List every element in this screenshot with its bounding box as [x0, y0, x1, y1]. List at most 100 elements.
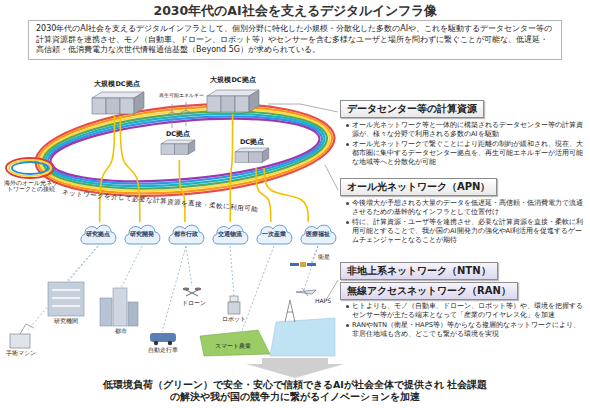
node-label: 研究開発 [122, 230, 162, 239]
access-line [230, 246, 234, 296]
node-label: 交通物流 [210, 230, 250, 239]
bullet-text: RANやNTN（衛星・HAPS等）等からなる複層的なネットワークにより、非居住地… [352, 321, 580, 338]
diagram-title: 2030年代のAI社会を支えるデジタルインフラ像 [0, 3, 590, 20]
bullet-dot [346, 305, 349, 308]
leader-line [268, 104, 338, 112]
rack [249, 152, 263, 162]
node-label: DC拠点 [156, 130, 200, 139]
illustration-label: 研究機関 [44, 318, 88, 325]
illustration-label: HAPS [310, 298, 336, 305]
rack [92, 98, 106, 114]
drone-frame [186, 290, 198, 296]
node-label: 大規模DC拠点 [200, 76, 266, 85]
robot-body [228, 302, 240, 314]
access-line [240, 246, 274, 336]
rack [235, 152, 249, 162]
cloud-node: 都市行政 [166, 222, 206, 246]
bullet-dot [346, 124, 349, 127]
ring-band [34, 96, 335, 204]
research-building [48, 282, 84, 316]
ring-band [43, 104, 328, 196]
access-line [162, 246, 186, 332]
cloud-node: 研究拠点 [78, 222, 118, 246]
panel-heading: データセンター等の計算資源 [340, 100, 484, 118]
ring-band [45, 107, 324, 194]
turbine-pole [172, 112, 173, 128]
robot [228, 296, 240, 314]
bullet-item: オール光ネットワークで繋ぐことにより距離の制約が緩和され、現在、大都市圏に集中す… [344, 140, 585, 166]
panel-heading: 無線アクセスネットワーク（RAN） [340, 282, 518, 300]
dc-site: 大規模DC拠点 [200, 76, 266, 114]
rack-side [262, 148, 269, 162]
satellite [290, 262, 316, 267]
cloud-node: 研究開発 [122, 222, 162, 246]
rack-side [188, 140, 195, 154]
dc-site: 大規模DC拠点 [84, 80, 150, 116]
down-arrow [246, 358, 344, 378]
wind-turbine [165, 102, 193, 128]
network-link [120, 116, 139, 222]
access-line [186, 246, 192, 286]
access-links [28, 246, 318, 336]
ring-band [48, 109, 322, 190]
bullet-text: 特に、計算資源・ユーザ等を連携させ、必要な計算資源を直接・柔軟に利用可能とするこ… [352, 218, 583, 243]
node-label: 一次産業 [254, 230, 294, 239]
bullet-text: オール光ネットワークで繋ぐことにより距離の制約が緩和され、現在、大都市圏に集中す… [352, 140, 583, 165]
network-link [179, 160, 185, 222]
bullet-item: 特に、計算資源・ユーザ等を連携させ、必要な計算資源を直接・柔軟に利用可能とするこ… [344, 218, 585, 244]
farm-field [200, 330, 270, 356]
haps-aircraft [296, 288, 316, 296]
sea-area [270, 318, 335, 356]
info-panel: 非地上系ネットワーク（NTN） 無線アクセスネットワーク（RAN） ヒトよりも、モノ… [340, 262, 585, 341]
robot-head [230, 296, 238, 302]
building [100, 298, 112, 326]
conclusion-caption: 低環境負荷（グリーン）で安全・安心で信頼できるAIが社会全体で提供され 社会課題… [100, 379, 490, 404]
illustration-label: ロボット [216, 316, 252, 323]
leader-line [325, 165, 338, 190]
illustration-label: ドローン [174, 300, 214, 307]
dc-site: DC拠点 [156, 130, 200, 160]
dc-site: DC拠点 [230, 138, 274, 168]
server-rack [161, 140, 195, 154]
intro-box: 2030年代のAI社会を支えるデジタルインフラとして、個別分野に特化した小規模・… [28, 20, 562, 60]
panel-heading: 非地上系ネットワーク（NTN） [340, 262, 498, 280]
machine-arm [20, 324, 34, 334]
bullet-text: ヒトよりも、モノ（自動車、ドローン、ロボット等）や、環境を把握するセンサー等が主… [352, 302, 583, 319]
rack [175, 144, 189, 154]
city-buildings [100, 288, 138, 326]
rack [120, 98, 134, 114]
ring-band [37, 99, 333, 202]
node-label: DC拠点 [230, 138, 274, 147]
node-label: 医療福祉 [298, 230, 338, 239]
drone-rotor [183, 288, 189, 290]
bullet-item: 今後増大が予想される大量のデータを低遅延・高信頼・低消費電力で流通させるための基… [344, 199, 585, 216]
drone-rotor [195, 288, 201, 290]
server-rack [207, 90, 259, 112]
illustration-label: 海外のオール光ネットワークとの接続 [2, 180, 60, 193]
rack [106, 98, 120, 114]
rack-side [134, 92, 144, 114]
building [48, 282, 84, 316]
illustration-label: 再生可能エネルギー [158, 93, 204, 99]
network-link [100, 116, 115, 222]
server-rack [92, 92, 144, 114]
base-station [285, 300, 295, 322]
bullet-text: オール光ネットワーク等と一体的に構築されるデータセンター等の計算資源が、様々な分… [352, 121, 583, 138]
turbine-blades [179, 102, 193, 114]
bullet-text: 今後増大が予想される大量のデータを低遅延・高信頼・低消費電力で流通させるための基… [352, 199, 583, 216]
drone [183, 288, 201, 296]
panel-heading: オール光ネットワーク（APN） [340, 178, 497, 196]
ring-band [9, 160, 51, 176]
cloud-node: 交通物流 [210, 222, 250, 246]
cloud-node: 医療福祉 [298, 222, 338, 246]
solar-panel [307, 263, 316, 266]
bullet-item: オール光ネットワーク等と一体的に構築されるデータセンター等の計算資源が、様々な分… [344, 121, 585, 138]
info-panel: データセンター等の計算資源オール光ネットワーク等と一体的に構築されるデータセンタ… [340, 100, 585, 169]
illustration-label: 都市 [104, 328, 138, 335]
overseas-loop [6, 158, 54, 178]
leader-line [326, 280, 338, 300]
bullet-item: ヒトよりも、モノ（自動車、ドローン、ロボット等）や、環境を把握するセンサー等が主… [344, 302, 585, 319]
rack [161, 144, 175, 154]
antenna-tower [285, 300, 295, 322]
